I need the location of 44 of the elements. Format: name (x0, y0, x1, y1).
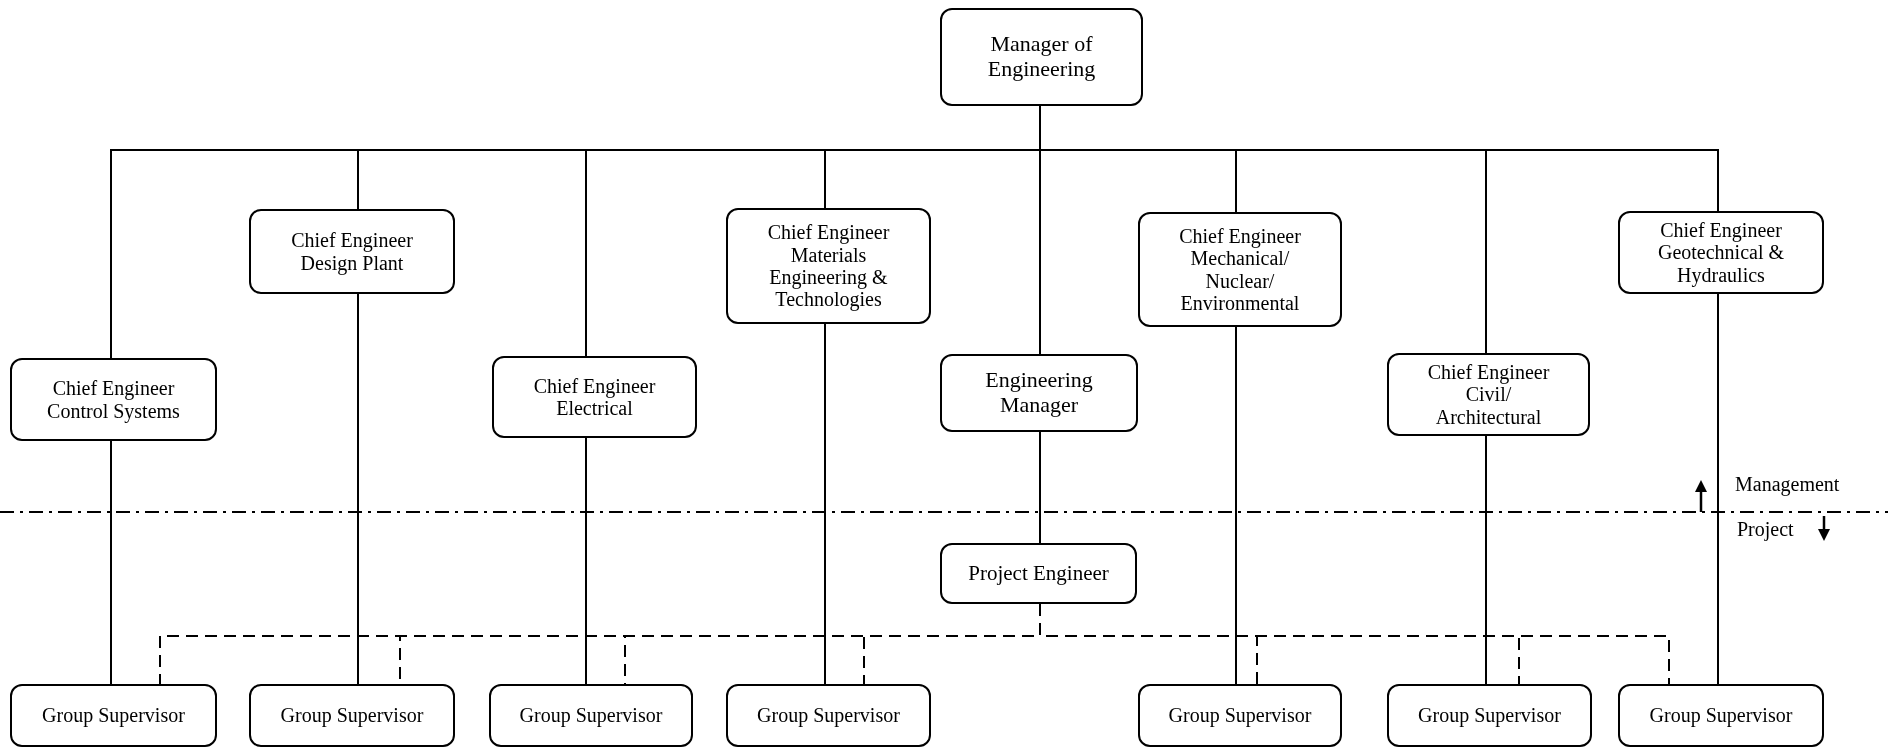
role-title: Group Supervisor (279, 704, 425, 727)
connector-line (1039, 431, 1041, 544)
role-title: Group Supervisor (41, 704, 186, 727)
role-title: Group Supervisor (756, 704, 901, 727)
connector-line (357, 293, 359, 685)
role-box (726, 684, 931, 747)
role-title: Chief Engineer Design Plant (290, 229, 414, 274)
role-title: Chief Engineer Materials Engineering & Technologies (766, 221, 891, 311)
role-title: Project Engineer (967, 561, 1110, 586)
role-title: Group Supervisor (1648, 704, 1794, 727)
role-title: Chief Engineer Control Systems (46, 377, 181, 422)
role-box (1618, 211, 1824, 294)
role-box (10, 684, 217, 747)
role-box (940, 543, 1137, 604)
connector-line (1717, 293, 1719, 685)
role-box (1138, 684, 1342, 747)
role-box (1387, 353, 1590, 436)
role-title: Chief Engineer Mechanical/ Nuclear/ Environmental (1178, 224, 1302, 315)
role-box (249, 209, 455, 294)
connector-line (1485, 435, 1487, 685)
role-box (1138, 212, 1342, 327)
role-box (940, 8, 1143, 106)
connector-line (824, 323, 826, 685)
connector-line (585, 437, 587, 685)
role-box (492, 356, 697, 438)
role-box (726, 208, 931, 324)
role-title: Chief Engineer Geotechnical & Hydraulics (1656, 218, 1786, 287)
role-title: Group Supervisor (1417, 704, 1562, 727)
role-title: Chief Engineer Civil/ Architectural (1426, 360, 1551, 429)
role-title: Engineering Manager (984, 368, 1094, 418)
zone-label: Project (1737, 518, 1794, 541)
connector-line (110, 440, 112, 685)
connector-line (1235, 326, 1237, 685)
role-box (489, 684, 693, 747)
role-title: Group Supervisor (518, 704, 664, 727)
role-box (249, 684, 455, 747)
role-title: Manager of Engineering (986, 32, 1097, 82)
role-title: Group Supervisor (1167, 704, 1313, 727)
role-box (1387, 684, 1592, 747)
role-box (940, 354, 1138, 432)
role-box (1618, 684, 1824, 747)
zone-label: Management (1735, 473, 1840, 496)
role-title: Chief Engineer Electrical (532, 374, 657, 420)
role-box (10, 358, 217, 441)
